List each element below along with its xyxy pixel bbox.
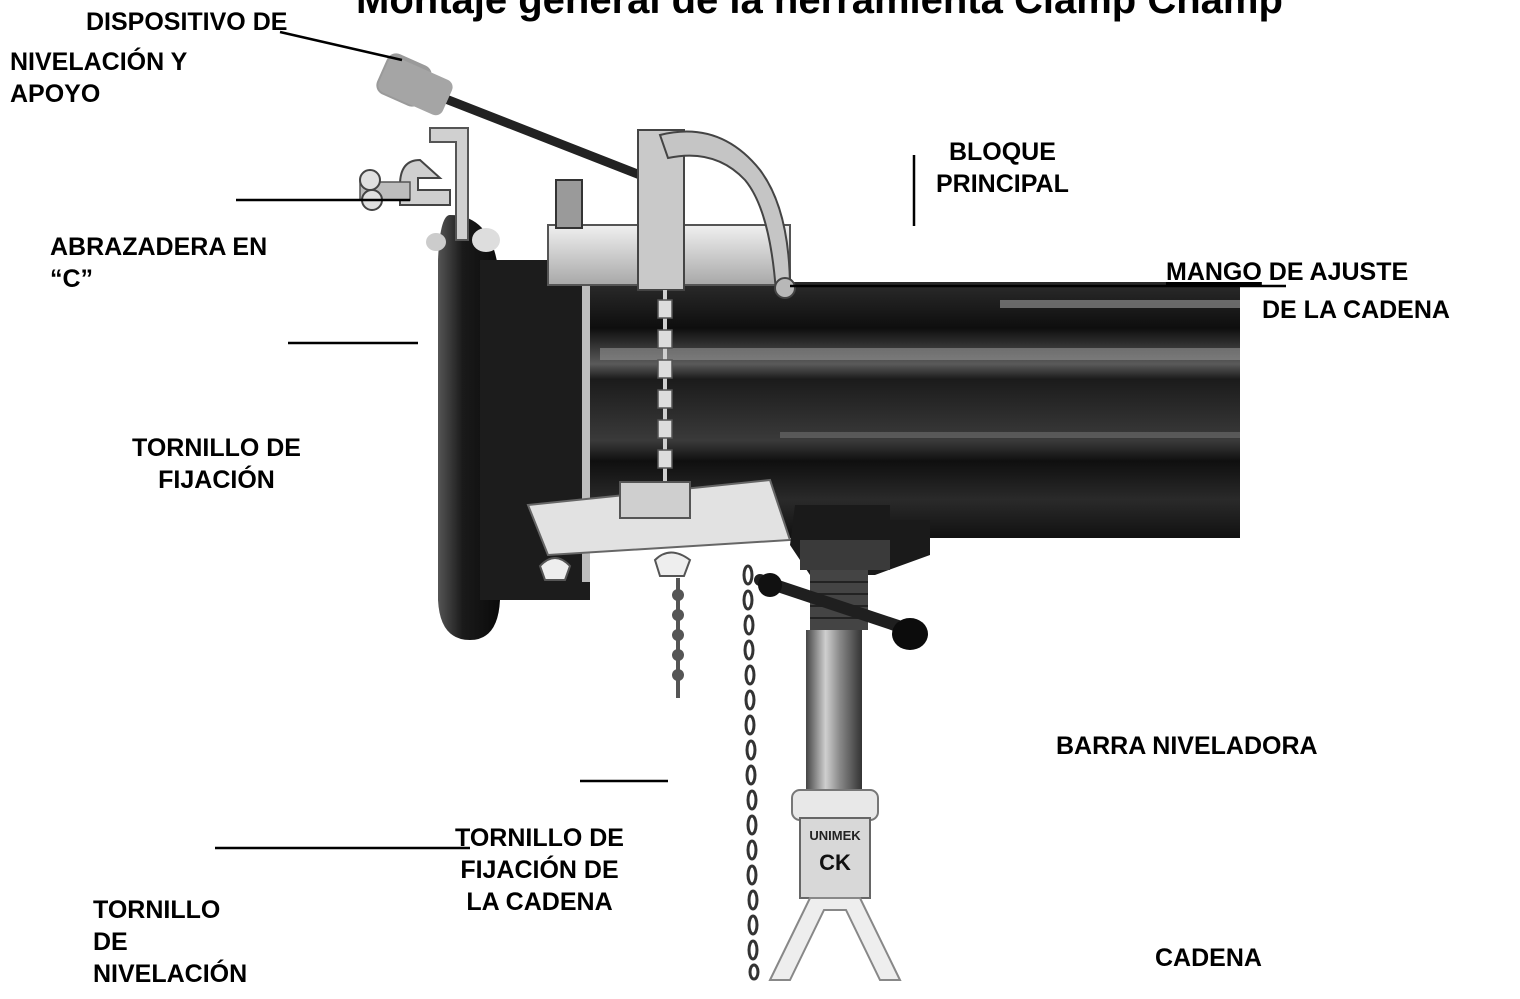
- label-tornillo-nivelacion-line-2: DE: [93, 928, 128, 956]
- label-tornillo-cadena-line-3: LA CADENA: [466, 888, 613, 916]
- stand-lever: [754, 570, 928, 650]
- label-tornillo-nivelacion-line-1: TORNILLO: [93, 896, 221, 924]
- label-dispositivo: DISPOSITIVO DE: [86, 6, 287, 38]
- stand-pole: [806, 630, 862, 800]
- lower-block: [526, 478, 792, 581]
- label-tornillo-cadena: TORNILLO DE FIJACIÓN DE LA CADENA: [455, 822, 624, 918]
- leader-line-dispositivo: [279, 30, 403, 62]
- label-tornillo-fijacion: TORNILLO DE FIJACIÓN: [132, 432, 301, 496]
- label-bloque-line-2: PRINCIPAL: [936, 170, 1069, 198]
- label-barra: BARRA NIVELADORA: [1056, 732, 1318, 760]
- leveling-device: [376, 53, 642, 241]
- label-bloque: BLOQUE PRINCIPAL: [936, 136, 1069, 200]
- hanging-chain: [742, 564, 760, 981]
- label-mango-word: MANGO: [1166, 258, 1262, 286]
- pipe: [480, 282, 1240, 538]
- label-tornillo-cadena-line-2: FIJACIÓN DE: [460, 856, 619, 884]
- label-dispositivo-line-3: APOYO: [10, 80, 101, 108]
- pipe-chain: [657, 290, 673, 490]
- label-abrazadera-line-2: “C”: [50, 265, 94, 293]
- label-tornillo-fijacion-line-1: TORNILLO DE: [132, 434, 301, 462]
- label-cadena: CADENA: [1155, 944, 1262, 972]
- diagram-title: Montaje general de la herramienta Clamp …: [356, 0, 1283, 22]
- stand-model-text: CK: [819, 850, 851, 875]
- jack-stand: UNIMEK CK: [768, 789, 902, 981]
- label-abrazadera-line-1: ABRAZADERA EN: [50, 233, 268, 261]
- hanging-screw: [672, 578, 684, 698]
- label-tornillo-nivelacion: TORNILLO DE NIVELACIÓN: [93, 894, 247, 990]
- label-mango-line-2: DE LA CADENA: [1262, 296, 1450, 324]
- stand-brand-text: UNIMEK: [809, 828, 861, 843]
- c-clamp: [359, 158, 451, 211]
- pipe-stand-saddle: [790, 505, 930, 575]
- label-dispositivo-rest: NIVELACIÓN Y APOYO: [10, 46, 187, 110]
- label-bloque-line-1: BLOQUE: [948, 138, 1056, 166]
- label-dispositivo-line-1: DISPOSITIVO DE: [86, 8, 288, 36]
- label-abrazadera: ABRAZADERA EN “C”: [50, 231, 267, 295]
- label-mango: MANGO DE AJUSTE: [1166, 256, 1408, 288]
- main-block: [547, 129, 796, 299]
- label-tornillo-cadena-line-1: TORNILLO DE: [455, 824, 624, 852]
- label-tornillo-nivelacion-line-3: NIVELACIÓN: [93, 960, 248, 988]
- leader-lines: [215, 30, 1286, 850]
- guide-rod: [582, 282, 590, 582]
- label-mango-rest: DE AJUSTE: [1261, 258, 1409, 286]
- label-tornillo-fijacion-line-2: FIJACIÓN: [158, 466, 275, 494]
- label-dispositivo-line-2: NIVELACIÓN Y: [10, 48, 188, 76]
